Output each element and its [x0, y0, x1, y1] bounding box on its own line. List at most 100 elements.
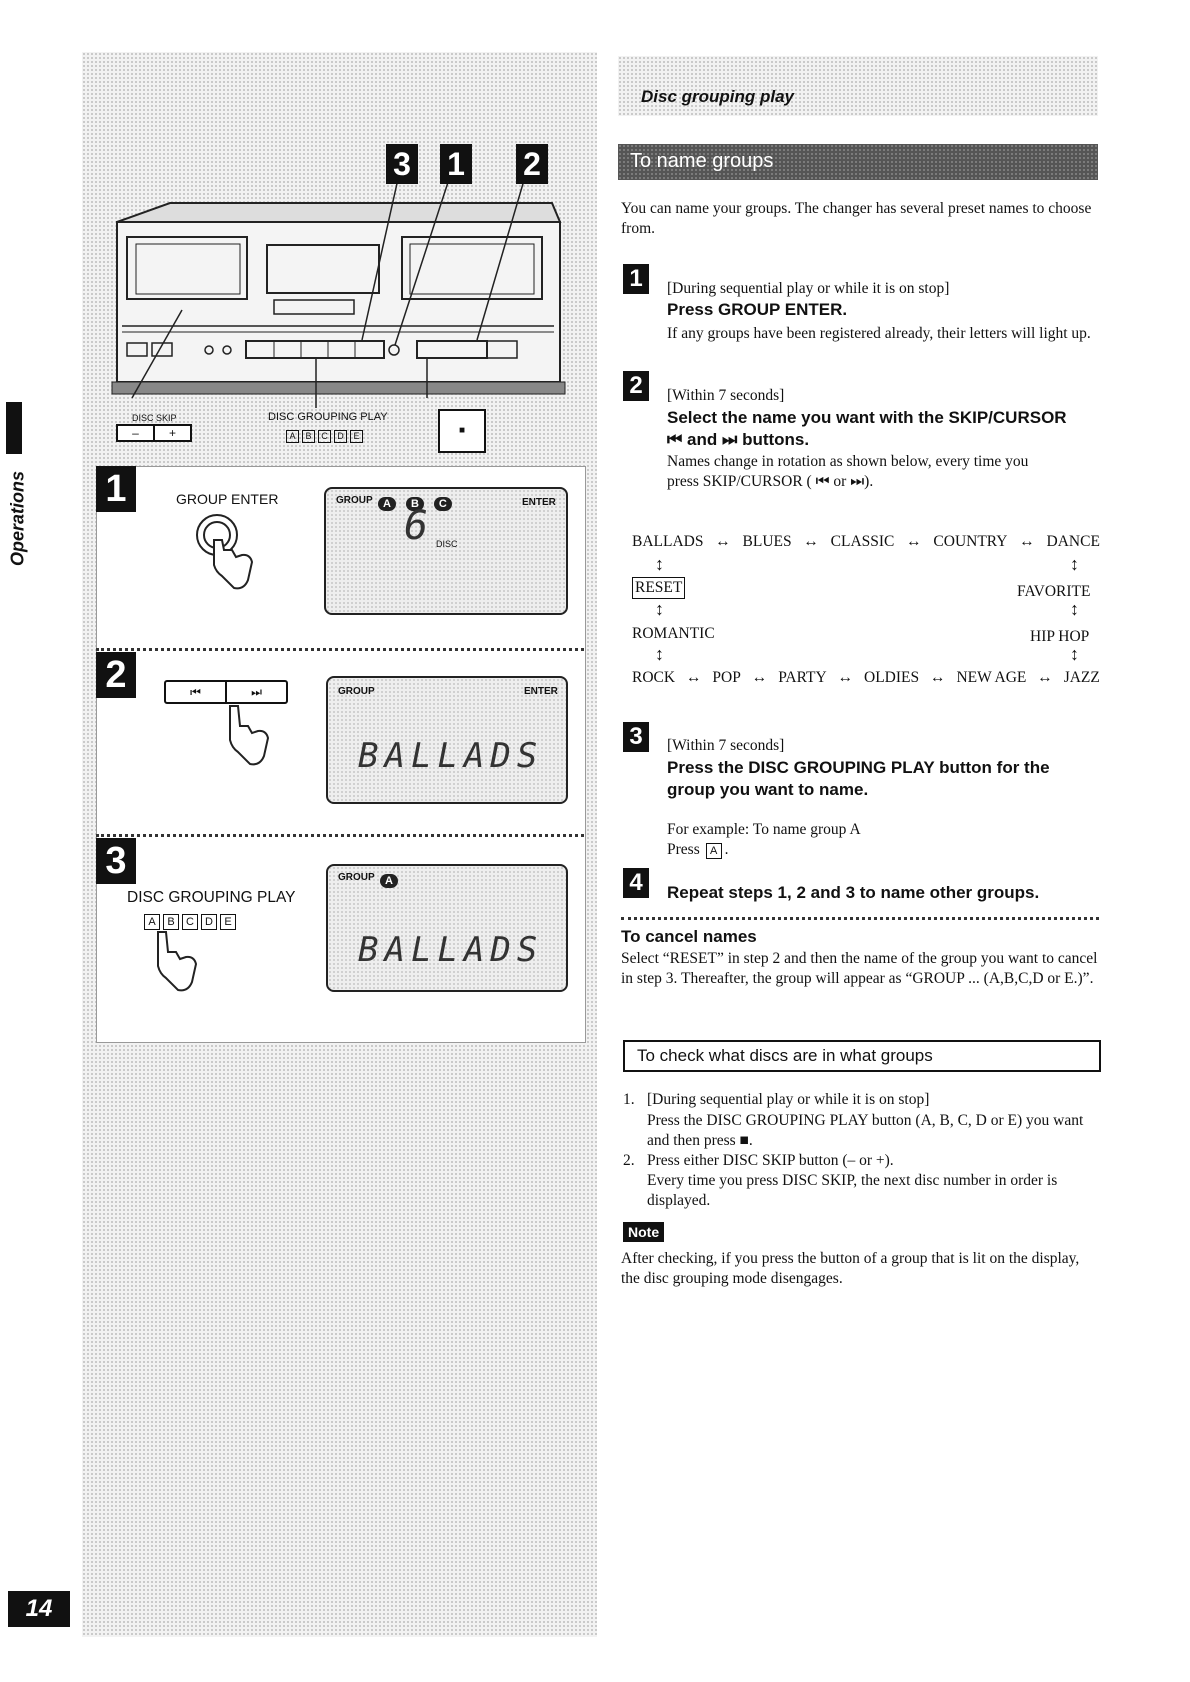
skip-cursor-buttons: ⏮ ⏭: [164, 680, 288, 704]
disc-grouping-label-top: DISC GROUPING PLAY: [268, 411, 388, 423]
check-item-2-line1: Press either DISC SKIP button (– or +).: [647, 1152, 894, 1169]
skip-next-button[interactable]: ⏭: [251, 685, 262, 699]
step-2-detail: Names change in rotation as shown below,…: [667, 452, 1099, 492]
panel3-key-c[interactable]: C: [182, 914, 198, 930]
arrow-icon: ↔: [837, 669, 854, 686]
disc-skip-plus[interactable]: +: [168, 426, 176, 440]
side-tab-marker: [6, 402, 22, 454]
panel-divider-2: [96, 834, 584, 837]
page-number: 14: [8, 1591, 70, 1627]
panel3-key-b[interactable]: B: [163, 914, 179, 930]
lcd1-disc-number: 6: [404, 503, 435, 549]
note-text: After checking, if you press the button …: [621, 1250, 1080, 1287]
check-item-1-line2: Press the DISC GROUPING PLAY button (A, …: [647, 1112, 1084, 1149]
name-cycle-top-row: BALLADS↔ BLUES↔ CLASSIC↔ COUNTRY↔ DANCE: [632, 533, 1100, 551]
panel3-key-a[interactable]: A: [144, 914, 160, 930]
name-country: COUNTRY: [933, 533, 1008, 550]
panel-divider-1: [96, 648, 584, 651]
intro-text: You can name your groups. The changer ha…: [621, 200, 1092, 237]
check-item-1-num: 1.: [623, 1091, 635, 1108]
disc-skip-minus[interactable]: –: [118, 426, 155, 440]
stop-icon: ■: [458, 425, 466, 436]
step-3-example: For example: To name group A: [667, 821, 861, 838]
step-3-press: Press A.: [667, 841, 729, 859]
name-pop: POP: [712, 669, 741, 686]
cancel-text: Select “RESET” in step 2 and then the na…: [621, 950, 1098, 987]
name-rock: ROCK: [632, 669, 676, 686]
panel-1-display: GROUP A B C ENTER 6 DISC: [324, 487, 568, 615]
lcd1-pill-b: B: [405, 497, 424, 511]
arrow-icon: ↔: [686, 669, 702, 686]
callout-3-badge: 3: [386, 144, 418, 184]
arrow-icon: ↔: [1037, 669, 1053, 686]
skip-forward-icon-2: ⏭: [850, 473, 865, 490]
lcd3-pill-a: A: [380, 874, 398, 888]
step-4-badge: 4: [623, 868, 649, 898]
callout-1-badge: 1: [440, 144, 472, 184]
step-2-instruction: Select the name you want with the SKIP/C…: [667, 407, 1099, 451]
check-item-2-num: 2.: [623, 1152, 635, 1169]
step-1-instruction: Press GROUP ENTER.: [667, 300, 848, 319]
press-hand-icon-2: [229, 705, 270, 766]
cancel-title: To cancel names: [621, 927, 757, 946]
arrow-vertical-icon: ↕: [655, 644, 664, 664]
stop-button[interactable]: ■: [438, 409, 486, 453]
name-favorite: FAVORITE: [1017, 583, 1091, 600]
check-item-1-line1: [During sequential play or while it is o…: [647, 1091, 930, 1108]
section-banner: To name groups: [618, 144, 1098, 180]
step-3-condition: [Within 7 seconds]: [667, 737, 785, 754]
skip-back-icon-2: ⏮: [815, 473, 830, 490]
panel3-key-e[interactable]: E: [220, 914, 236, 930]
step-1-detail: If any groups have been registered alrea…: [667, 325, 1091, 342]
arrow-icon: ↔: [906, 533, 922, 550]
step-3-press-text: Press: [667, 841, 700, 858]
arrow-vertical-icon: ↕: [1070, 644, 1079, 664]
group-key-c[interactable]: C: [318, 430, 331, 443]
panel3-key-d[interactable]: D: [201, 914, 217, 930]
step-2-detail-b: press SKIP/CURSOR (: [667, 473, 812, 490]
check-item-2-line2: Every time you press DISC SKIP, the next…: [647, 1172, 1058, 1209]
lcd1-group-pills: A B C: [378, 494, 452, 512]
lcd2-name-text: BALLADS: [358, 736, 544, 776]
name-hiphop: HIP HOP: [1030, 628, 1090, 645]
panel-3-display: GROUP A BALLADS: [326, 864, 568, 992]
group-key-e[interactable]: E: [350, 430, 363, 443]
lcd3-pill-wrap: A: [380, 871, 398, 889]
panel-2-badge: 2: [96, 652, 136, 698]
arrow-vertical-icon: ↕: [655, 554, 664, 574]
skip-back-icon: ⏮: [667, 430, 683, 449]
skip-prev-button[interactable]: ⏮: [166, 682, 227, 702]
name-romantic: ROMANTIC: [632, 625, 715, 642]
panel-1-badge: 1: [96, 466, 136, 512]
step-2-detail-d: ).: [864, 473, 874, 490]
step-1-condition: [During sequential play or while it is o…: [667, 280, 950, 297]
arrow-vertical-icon: ↕: [1070, 554, 1079, 574]
step-2-detail-a: Names change in rotation as shown below,…: [667, 453, 1029, 470]
arrow-icon: ↔: [715, 533, 731, 550]
group-key-b[interactable]: B: [302, 430, 315, 443]
lcd1-enter-label: ENTER: [522, 497, 556, 508]
side-tab-label: Operations: [7, 470, 28, 567]
name-classic: CLASSIC: [830, 533, 895, 550]
step-2-condition: [Within 7 seconds]: [667, 387, 785, 404]
press-hand-icon-3: [157, 931, 198, 992]
name-reset: RESET: [632, 577, 686, 599]
disc-grouping-play-label: DISC GROUPING PLAY: [127, 889, 296, 906]
name-oldies: OLDIES: [864, 669, 920, 686]
group-key-a[interactable]: A: [286, 430, 299, 443]
step-3-instruction: Press the DISC GROUPING PLAY button for …: [667, 758, 1050, 799]
lcd3-name-text: BALLADS: [358, 930, 544, 970]
name-newage: NEW AGE: [956, 669, 1027, 686]
name-dance: DANCE: [1046, 533, 1100, 550]
step-2-detail-c: or: [833, 473, 847, 490]
lcd3-group-label: GROUP: [338, 872, 375, 883]
step-2-instruction-and: and: [687, 430, 718, 449]
step-4-instruction: Repeat steps 1, 2 and 3 to name other gr…: [667, 883, 1040, 902]
step-3-badge: 3: [623, 722, 649, 752]
section-header-title: Disc grouping play: [641, 87, 795, 106]
group-key-d[interactable]: D: [334, 430, 347, 443]
lcd1-disc-label: DISC: [436, 539, 458, 549]
arrow-vertical-icon: ↕: [1070, 599, 1079, 619]
name-blues: BLUES: [742, 533, 792, 550]
